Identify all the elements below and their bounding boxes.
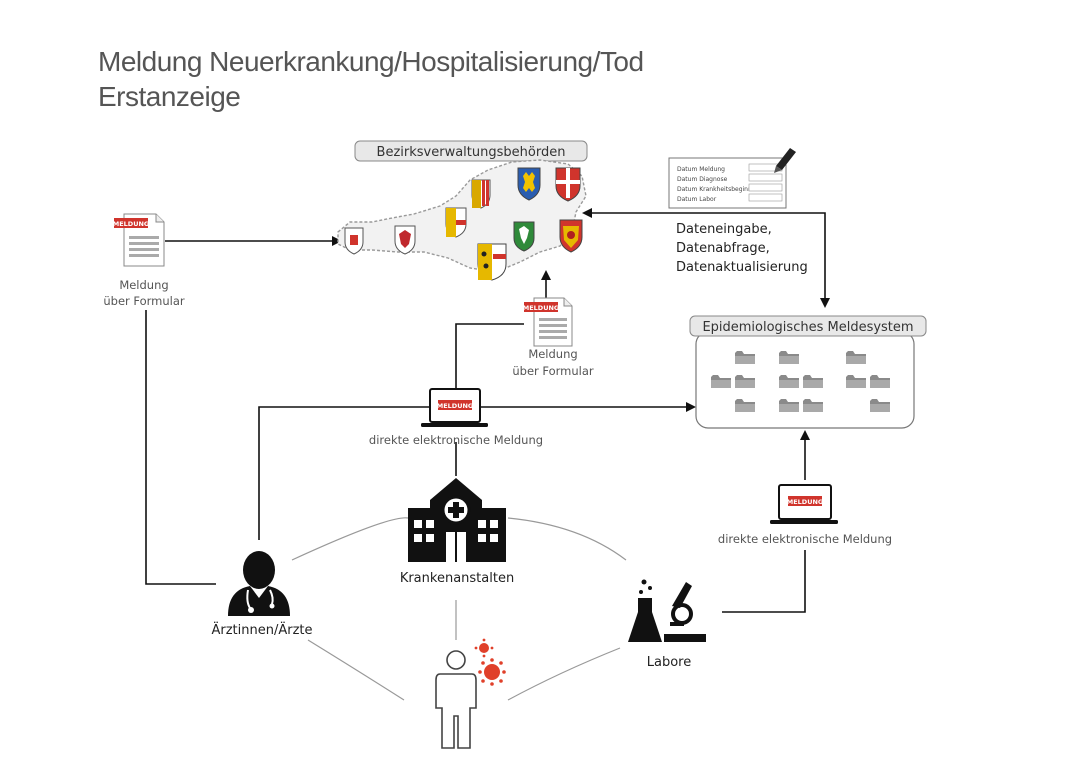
form-field-3-label: Datum Krankheitsbeginn <box>677 186 752 193</box>
line-doctor-to-form <box>145 310 216 585</box>
laptop-mid-badge: MELDUNG <box>437 402 474 410</box>
doctor-icon <box>228 551 290 616</box>
title-line-2: Erstanzeige <box>98 81 241 112</box>
coat-of-arms-burgenland-icon <box>559 219 583 253</box>
bezirk-label: Bezirksverwaltungsbehörden <box>377 145 566 160</box>
hospital-node: Krankenanstalten <box>400 478 514 586</box>
coat-of-arms-niederoesterreich-icon <box>517 167 541 201</box>
laptop-mid-caption: direkte elektronische Meldung <box>369 433 543 447</box>
laptop-mid: MELDUNG direkte elektronische Meldung <box>369 388 543 447</box>
virus-icon <box>474 638 506 686</box>
coat-of-arms-oberoesterreich-icon <box>471 179 491 209</box>
laptop-right: MELDUNG direkte elektronische Meldung <box>718 484 892 546</box>
patient-node <box>435 638 506 749</box>
coat-of-arms-vorarlberg-icon <box>344 227 364 255</box>
page-title: Meldung Neuerkrankung/Hospitalisierung/T… <box>98 44 644 114</box>
connector-lines <box>145 208 830 613</box>
form-mid-caption-1: Meldung <box>528 347 577 361</box>
laptop-right-badge: MELDUNG <box>787 498 824 506</box>
form-mid-caption-2: über Formular <box>512 364 594 378</box>
form-field-2-label: Datum Diagnose <box>677 176 728 183</box>
arrow-bezirk-ems <box>582 208 830 308</box>
form-left-badge: MELDUNG <box>113 220 150 228</box>
title-line-1: Meldung Neuerkrankung/Hospitalisierung/T… <box>98 46 644 77</box>
data-entry-line-1: Dateneingabe, <box>676 222 772 237</box>
laptop-icon: MELDUNG <box>421 388 488 427</box>
ems-node: Epidemiologisches Meldesystem <box>689 315 927 429</box>
ems-label: Epidemiologisches Meldesystem <box>702 320 913 335</box>
doctors-label: Ärztinnen/Ärzte <box>211 622 312 638</box>
form-document-icon: MELDUNG <box>113 213 165 267</box>
form-left-caption-2: über Formular <box>103 294 185 308</box>
bezirk-label-box <box>354 140 588 162</box>
coat-of-arms-wien-icon <box>555 167 581 202</box>
coat-of-arms-salzburg-icon <box>445 207 467 238</box>
pen-icon <box>774 148 796 173</box>
form-mid-badge: MELDUNG <box>523 304 560 312</box>
line-lab-to-laptop <box>722 550 806 613</box>
labs-node: Labore <box>628 579 706 670</box>
form-field-4-label: Datum Labor <box>677 196 717 203</box>
doctor-node: Ärztinnen/Ärzte <box>211 551 313 638</box>
date-form-card: Datum Meldung Datum Diagnose Datum Krank… <box>668 148 796 209</box>
form-left-caption-1: Meldung <box>119 278 168 292</box>
laptop-icon: MELDUNG <box>770 484 838 524</box>
coat-of-arms-tirol-icon <box>394 225 416 255</box>
patient-icon <box>435 650 477 749</box>
data-entry-text: Dateneingabe, Datenabfrage, Datenaktuali… <box>676 222 808 275</box>
line-laptop-to-midform <box>455 323 524 390</box>
form-document-icon: MELDUNG <box>523 297 573 347</box>
laptop-right-caption: direkte elektronische Meldung <box>718 532 892 546</box>
data-entry-line-3: Datenaktualisierung <box>676 260 808 275</box>
labs-label: Labore <box>647 655 691 670</box>
ems-label-box <box>689 315 927 337</box>
coat-of-arms-steiermark-icon <box>513 221 535 252</box>
form-field-1-label: Datum Meldung <box>677 166 725 173</box>
form-left: MELDUNG Meldung über Formular <box>103 213 185 308</box>
arrow-doctor-to-ems <box>258 402 696 540</box>
form-mid: MELDUNG Meldung über Formular <box>512 297 594 378</box>
lab-icon <box>628 579 706 642</box>
data-entry-line-2: Datenabfrage, <box>676 241 770 256</box>
relation-arcs <box>291 517 627 701</box>
coat-of-arms-kaernten-icon <box>477 243 507 281</box>
bezirk-node: Bezirksverwaltungsbehörden <box>337 140 588 281</box>
hospital-icon <box>408 478 506 562</box>
hospital-label: Krankenanstalten <box>400 571 514 586</box>
